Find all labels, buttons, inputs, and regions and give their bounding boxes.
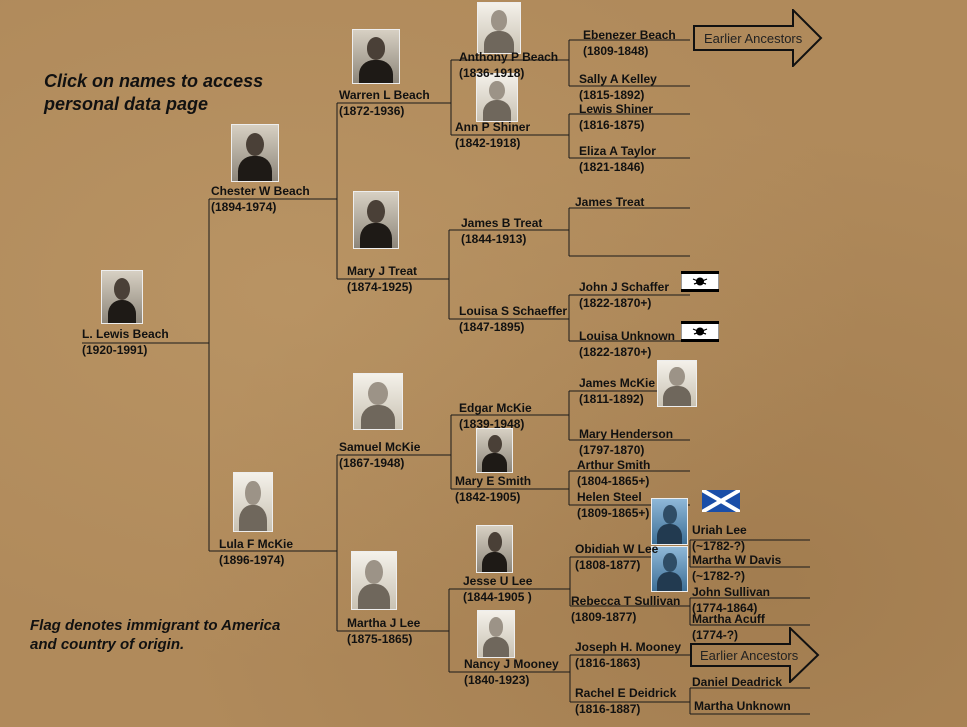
person-name-edgar-mckie[interactable]: Edgar McKie	[459, 401, 532, 415]
person-dates-samuel-mckie: (1867-1948)	[339, 456, 405, 470]
person-name-eliza-a-taylor[interactable]: Eliza A Taylor	[579, 144, 656, 158]
person-name-arthur-smith[interactable]: Arthur Smith	[577, 458, 651, 472]
person-dates-mary-henderson: (1797-1870)	[579, 443, 645, 457]
person-dates-obidiah-w-lee: (1808-1877)	[575, 558, 641, 572]
person-name-james-mckie[interactable]: James McKie	[579, 376, 656, 390]
person-dates-james-b-treat: (1844-1913)	[461, 232, 527, 246]
person-dates-louisa-s-schaeffer: (1847-1895)	[459, 320, 525, 334]
portrait-samuel-mckie	[353, 373, 403, 430]
click-instruction-line2: personal data page	[44, 94, 209, 114]
flag-instruction-line1: Flag denotes immigrant to America	[30, 617, 281, 634]
person-name-samuel-mckie[interactable]: Samuel McKie	[339, 440, 421, 454]
earlier-ancestors-label-bottom[interactable]: Earlier Ancestors	[700, 648, 799, 663]
person-name-martha-w-davis[interactable]: Martha W Davis	[692, 553, 782, 567]
german-flag-icon-louisa-unknown	[681, 321, 719, 342]
person-dates-mary-e-smith: (1842-1905)	[455, 490, 521, 504]
person-name-mary-henderson[interactable]: Mary Henderson	[579, 427, 674, 441]
person-dates-louisa-unknown: (1822-1870+)	[579, 345, 652, 359]
person-dates-anthony-p-beach: (1836-1918)	[459, 66, 525, 80]
person-dates-ann-p-shiner: (1842-1918)	[455, 136, 521, 150]
portrait-warren-l-beach	[352, 29, 400, 84]
person-dates-helen-steel: (1809-1865+)	[577, 506, 650, 520]
portrait-l-lewis-beach	[101, 270, 143, 324]
person-dates-nancy-j-mooney: (1840-1923)	[464, 673, 530, 687]
german-flag-icon-john-j-schaffer	[681, 271, 719, 292]
person-name-uriah-lee[interactable]: Uriah Lee	[692, 523, 747, 537]
person-dates-lula-f-mckie: (1896-1974)	[219, 553, 285, 567]
person-dates-edgar-mckie: (1839-1948)	[459, 417, 525, 431]
person-name-martha-j-lee[interactable]: Martha J Lee	[347, 616, 421, 630]
person-name-ann-p-shiner[interactable]: Ann P Shiner	[455, 120, 531, 134]
portrait-mary-e-smith	[476, 428, 513, 473]
person-name-martha-unknown[interactable]: Martha Unknown	[694, 699, 791, 713]
person-dates-jesse-u-lee: (1844-1905 )	[463, 590, 532, 604]
person-name-mary-j-treat[interactable]: Mary J Treat	[347, 264, 418, 278]
person-dates-mary-j-treat: (1874-1925)	[347, 280, 413, 294]
person-name-james-b-treat[interactable]: James B Treat	[461, 216, 543, 230]
portrait-anthony-p-beach	[477, 2, 521, 54]
person-name-anthony-p-beach[interactable]: Anthony P Beach	[459, 50, 559, 64]
person-name-john-sullivan[interactable]: John Sullivan	[692, 585, 771, 599]
person-dates-sally-a-kelley: (1815-1892)	[579, 88, 645, 102]
portrait-nancy-j-mooney	[477, 610, 515, 658]
portrait-martha-j-lee	[351, 551, 397, 610]
portrait-rebecca-t-sullivan	[651, 546, 688, 592]
person-name-chester-w-beach[interactable]: Chester W Beach	[211, 184, 310, 198]
portrait-jesse-u-lee	[476, 525, 513, 573]
person-name-helen-steel[interactable]: Helen Steel	[577, 490, 642, 504]
flag-instruction-line2: and country of origin.	[30, 636, 185, 653]
person-dates-l-lewis-beach: (1920-1991)	[82, 343, 148, 357]
portrait-obidiah-w-lee	[651, 498, 688, 545]
person-name-martha-acuff[interactable]: Martha Acuff	[692, 612, 765, 626]
person-dates-john-j-schaffer: (1822-1870+)	[579, 296, 652, 310]
person-name-obidiah-w-lee[interactable]: Obidiah W Lee	[575, 542, 659, 556]
person-name-sally-a-kelley[interactable]: Sally A Kelley	[579, 72, 657, 86]
earlier-ancestors-arrow-bottom[interactable]	[690, 627, 820, 683]
person-dates-joseph-h-mooney: (1816-1863)	[575, 656, 641, 670]
person-name-rebecca-t-sullivan[interactable]: Rebecca T Sullivan	[571, 594, 681, 608]
person-dates-james-mckie: (1811-1892)	[579, 392, 644, 406]
portrait-mary-j-treat	[353, 191, 399, 249]
person-name-louisa-unknown[interactable]: Louisa Unknown	[579, 329, 675, 343]
person-name-lewis-shiner[interactable]: Lewis Shiner	[579, 102, 654, 116]
person-name-daniel-deadrick[interactable]: Daniel Deadrick	[692, 675, 783, 689]
person-dates-martha-acuff: (1774-?)	[692, 628, 739, 642]
person-name-nancy-j-mooney[interactable]: Nancy J Mooney	[464, 657, 559, 671]
person-dates-rachel-e-deidrick: (1816-1887)	[575, 702, 641, 716]
person-dates-rebecca-t-sullivan: (1809-1877)	[571, 610, 637, 624]
person-name-rachel-e-deidrick[interactable]: Rachel E Deidrick	[575, 686, 677, 700]
person-dates-martha-j-lee: (1875-1865)	[347, 632, 413, 646]
person-dates-martha-w-davis: (~1782-?)	[692, 569, 746, 583]
portrait-ann-p-shiner	[476, 73, 518, 122]
person-name-l-lewis-beach[interactable]: L. Lewis Beach	[82, 327, 169, 341]
person-dates-ebenezer-beach: (1809-1848)	[583, 44, 649, 58]
person-name-lula-f-mckie[interactable]: Lula F McKie	[219, 537, 294, 551]
person-dates-eliza-a-taylor: (1821-1846)	[579, 160, 645, 174]
click-instruction-line1: Click on names to access	[44, 71, 264, 91]
portrait-james-mckie	[657, 360, 697, 407]
person-name-john-j-schaffer[interactable]: John J Schaffer	[579, 280, 670, 294]
earlier-ancestors-label-top[interactable]: Earlier Ancestors	[704, 31, 803, 46]
scotland-flag-icon-helen-steel	[702, 490, 740, 512]
person-dates-chester-w-beach: (1894-1974)	[211, 200, 277, 214]
portrait-lula-f-mckie	[233, 472, 273, 532]
earlier-ancestors-arrow-top[interactable]	[693, 9, 823, 67]
person-name-warren-l-beach[interactable]: Warren L Beach	[339, 88, 430, 102]
person-name-james-treat[interactable]: James Treat	[575, 195, 645, 209]
person-name-joseph-h-mooney[interactable]: Joseph H. Mooney	[575, 640, 682, 654]
person-dates-uriah-lee: (~1782-?)	[692, 539, 746, 553]
person-name-mary-e-smith[interactable]: Mary E Smith	[455, 474, 532, 488]
person-name-louisa-s-schaeffer[interactable]: Louisa S Schaeffer	[459, 304, 568, 318]
person-name-jesse-u-lee[interactable]: Jesse U Lee	[463, 574, 533, 588]
portrait-chester-w-beach	[231, 124, 279, 182]
person-dates-lewis-shiner: (1816-1875)	[579, 118, 645, 132]
person-dates-arthur-smith: (1804-1865+)	[577, 474, 650, 488]
person-dates-john-sullivan: (1774-1864)	[692, 601, 758, 615]
person-name-ebenezer-beach[interactable]: Ebenezer Beach	[583, 28, 676, 42]
person-dates-warren-l-beach: (1872-1936)	[339, 104, 405, 118]
